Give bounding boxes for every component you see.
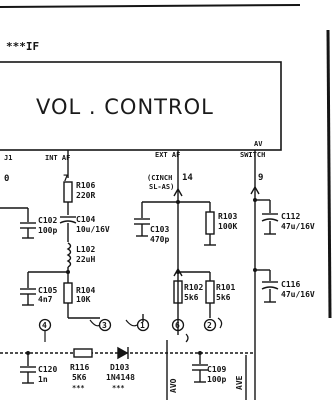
c112-ref: C112 xyxy=(281,212,300,221)
pin-0-number: 0 xyxy=(4,174,9,184)
vol-control-block: VOL . CONTROL xyxy=(0,61,282,151)
c103-ref: C103 xyxy=(150,225,169,234)
cinch-label-2: SL-AS) xyxy=(149,183,174,191)
c116-value: 47u/16V xyxy=(281,290,315,299)
c104-ref: C104 xyxy=(76,215,95,224)
connector-4-number: 4 xyxy=(42,321,47,330)
connector-row xyxy=(68,314,211,322)
r101-ref: R101 xyxy=(216,283,235,292)
r106-ref: R106 xyxy=(76,181,95,190)
d103-value: 1N4148 xyxy=(106,373,135,382)
c102-value: 100p xyxy=(38,226,57,235)
r102-ref: R102 xyxy=(184,283,203,292)
bottom-network xyxy=(0,340,255,400)
pin-j1-label: J1 xyxy=(4,154,12,162)
connector-4: 4 xyxy=(38,318,52,342)
r102-value: 5k6 xyxy=(184,293,199,302)
c104-value: 10u/16V xyxy=(76,225,110,234)
connector-1: 1 xyxy=(125,318,150,332)
cinch-label-1: (CINCH xyxy=(147,174,172,182)
connector-3-number: 3 xyxy=(102,321,107,330)
avo-label: AVO xyxy=(169,378,178,393)
ave-label: AVE xyxy=(235,375,244,390)
connector-6: 6 xyxy=(171,318,189,343)
av-switch-network xyxy=(250,150,279,400)
pin-av-label: AV xyxy=(254,140,263,148)
l102-ref: L102 xyxy=(76,245,95,254)
block-title: VOL . CONTROL xyxy=(36,95,214,119)
c120-value: 1n xyxy=(38,375,48,384)
connector-2: 2 xyxy=(203,317,223,332)
pin-switch-label: SWITCH xyxy=(240,151,265,159)
r104-value: 10K xyxy=(76,295,91,304)
r103-ref: R103 xyxy=(218,212,237,221)
connector-6-number: 6 xyxy=(175,321,180,330)
connector-2-number: 2 xyxy=(207,321,212,330)
c109-value: 100p xyxy=(207,375,226,384)
connector-3: 3 xyxy=(89,318,112,332)
c105-value: 4n7 xyxy=(38,295,53,304)
c103-value: 470p xyxy=(150,235,169,244)
l102-value: 22uH xyxy=(76,255,95,264)
pin-7-number: 7 xyxy=(63,174,68,184)
c116-ref: C116 xyxy=(281,280,300,289)
r116-mark: *** xyxy=(72,384,85,392)
r116-value: 5K6 xyxy=(72,373,87,382)
c120-ref: C120 xyxy=(38,365,57,374)
connector-1-number: 1 xyxy=(140,321,145,330)
d103-mark: *** xyxy=(112,384,125,392)
d103-ref: D103 xyxy=(110,363,129,372)
ext-af-network xyxy=(134,150,216,335)
c102-ref: C102 xyxy=(38,216,57,225)
r116-ref: R116 xyxy=(70,363,89,372)
r101-value: 5k6 xyxy=(216,293,231,302)
int-af-network xyxy=(0,150,77,318)
r104-ref: R104 xyxy=(76,286,95,295)
r106-value: 220R xyxy=(76,191,95,200)
pin-ext-af-label: EXT AF xyxy=(155,151,180,159)
pin-14-number: 14 xyxy=(182,173,193,183)
section-header: ***IF xyxy=(6,40,39,53)
pin-9-number: 9 xyxy=(258,173,263,183)
r103-value: 100K xyxy=(218,222,237,231)
pin-int-af-label: INT AF xyxy=(45,154,70,162)
c112-value: 47u/16V xyxy=(281,222,315,231)
c109-ref: C109 xyxy=(207,365,226,374)
c105-ref: C105 xyxy=(38,286,57,295)
